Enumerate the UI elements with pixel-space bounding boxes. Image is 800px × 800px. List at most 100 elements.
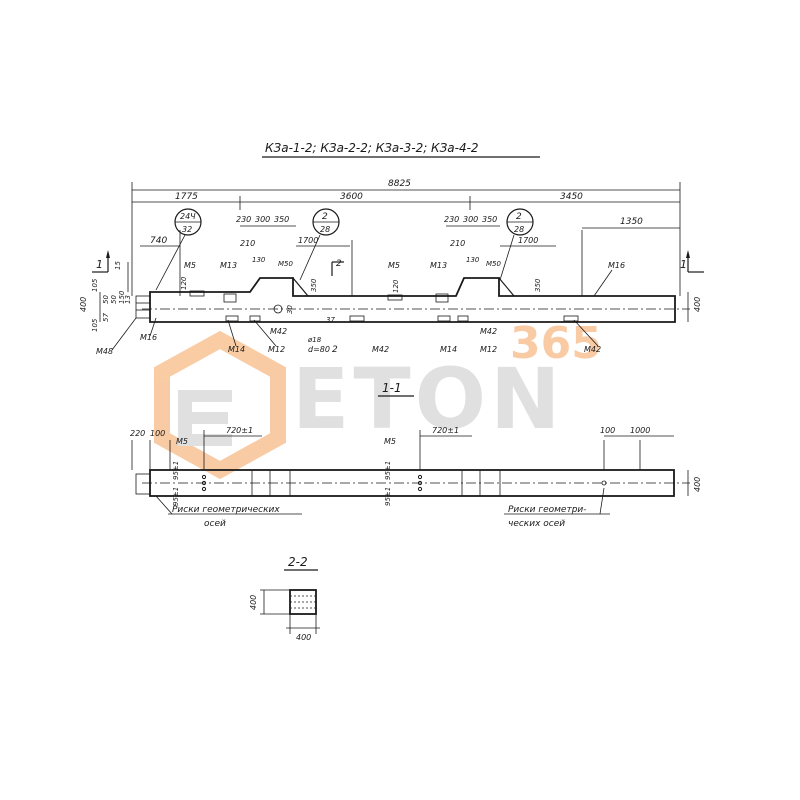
dim-130a: 130 [252,256,266,264]
dim-300a: 300 [255,215,270,224]
plate-m13-a [223,293,237,303]
mark-m50a: М50 [278,260,293,268]
mark-m14a: М14 [228,345,245,354]
mark-m16b: М16 [608,261,625,270]
mark-m5d: М5 [384,437,396,446]
note-left-line1: Риски геометрических [172,505,280,515]
callout-1-top: 24Ч [180,212,196,221]
plate-m5-b [387,294,403,301]
mark-m50b: М50 [486,260,501,268]
callout-1-bottom: 32 [182,225,192,234]
watermark: 365 ETON [154,318,602,480]
cut-label-right: 1 [680,258,687,271]
dim-middle: 3600 [340,192,363,202]
dim-50a: 50 [102,295,110,304]
dim-400-sec-v: 400 [249,595,258,610]
dim-230a: 230 [236,215,251,224]
dim-95a: 95±1 [172,461,180,480]
title-block: КЗа-1-2; КЗа-2-2; КЗа-3-2; КЗа-4-2 [262,141,540,158]
plate-m13-b [435,293,449,303]
watermark-digits: 365 [510,318,602,369]
note-right-line2: ческих осей [508,519,565,529]
dim-740: 740 [150,236,167,246]
dim-105: 105 [91,278,99,292]
section-2-2: 2-2 400 400 [249,555,320,642]
mark-m48: М48 [96,347,113,356]
dim-1700a: 1700 [298,236,318,245]
dim-400-sec-h: 400 [296,633,311,642]
drawing-title: КЗа-1-2; КЗа-2-2; КЗа-3-2; КЗа-4-2 [265,141,479,155]
mark-m16a: М16 [140,333,157,342]
dim-720a: 720±1 [226,426,253,435]
dim-left: 1775 [175,192,198,202]
dim-150: 150 [118,290,126,304]
section-2-2-title: 2-2 [288,555,308,569]
mark-m42a: М42 [270,327,287,336]
dim-230b: 230 [444,215,459,224]
section-1-1-title: 1-1 [382,381,402,395]
callout-3-top: 2 [516,212,522,222]
dim-95c: 95±1 [384,461,392,480]
mark-labels: М5 М13 М50 М5 М13 М50 М16 М16 М48 М14 М1… [96,259,625,356]
dim-400-right: 400 [693,297,702,312]
dim-1350: 1350 [620,217,643,227]
beam-outline [149,277,676,323]
cut2-label-b: 2 [336,259,342,269]
dim-95b: 95±1 [172,487,180,506]
mark-m5a: М5 [184,261,196,270]
dim-400-plan: 400 [693,477,702,492]
callout-2-bottom: 28 [320,225,330,234]
mark-m13b: М13 [430,261,447,270]
cut-label-left: 1 [96,258,103,271]
section-1-1: 1-1 220 100 720±1 720±1 100 [130,381,702,529]
dim-50b: 50 [110,295,118,304]
cut2-label-a: 2 [332,345,338,355]
callout-3-bottom: 28 [514,225,524,234]
dim-13: 13 [124,295,132,304]
dim-130b: 130 [466,256,480,264]
callouts: 24Ч 32 2 28 2 28 [155,208,534,291]
dim-220: 220 [130,429,145,438]
note-right-line1: Риски геометри- [508,505,587,515]
dim-105b: 105 [91,318,99,332]
mark-m12b: М12 [480,345,497,354]
mark-m42d: М42 [584,345,601,354]
mark-m5c: М5 [176,437,188,446]
dim-100b: 100 [600,426,615,435]
mark-m5b: М5 [388,261,400,270]
dim-1700b: 1700 [518,236,538,245]
dim-57: 57 [102,313,110,322]
mark-m42c: М42 [480,327,497,336]
mark-m13a: М13 [220,261,237,270]
dim-350d: 350 [534,278,542,292]
dim-37: 37 [326,316,335,324]
dim-120a: 120 [180,276,188,290]
dim-350a: 350 [274,215,289,224]
dim-1000: 1000 [630,426,650,435]
dim-100a: 100 [150,429,165,438]
dim-720b: 720±1 [432,426,459,435]
dim-300b: 300 [463,215,478,224]
mark-m42b: М42 [372,345,389,354]
dim-15: 15 [114,261,122,270]
note-left-line2: осей [204,519,226,529]
main-elevation [135,230,690,323]
mark-m14b: М14 [440,345,457,354]
callout-2-top: 2 [322,212,328,222]
dimensions-right: 400 [687,292,702,322]
watermark-word: ETON [292,350,564,448]
watermark-logo-icon [154,330,286,480]
dim-210b: 210 [450,239,465,248]
dim-120b: 120 [392,279,400,293]
dimensions-top: 8825 1775 3600 3450 740 1350 230 300 350… [131,179,681,324]
dim-350c: 350 [310,278,318,292]
dim-210a: 210 [240,239,255,248]
section-cut-markers: 1 1 [92,250,704,276]
hole-step: d=80 [308,345,330,354]
plate-m5-a [189,290,205,297]
dim-30: 30 [286,305,294,314]
dim-350b: 350 [482,215,497,224]
hole-diameter: ø18 [307,336,322,344]
dim-95d: 95±1 [384,487,392,506]
dimensions-left: 400 105 105 50 50 57 150 13 15 [79,261,132,332]
